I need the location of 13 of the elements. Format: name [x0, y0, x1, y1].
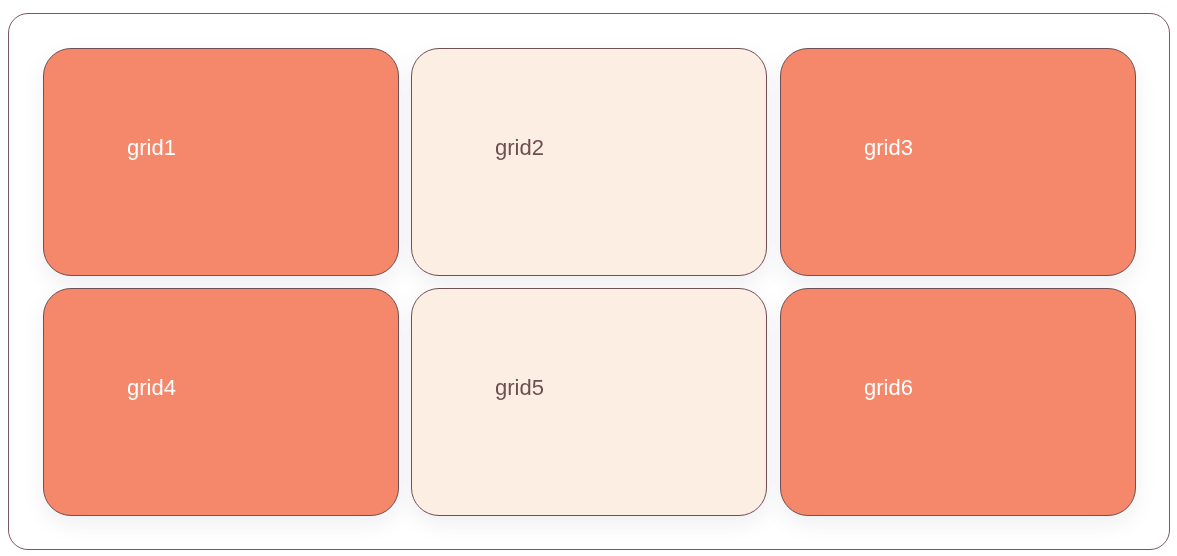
grid-cell: [43, 48, 399, 276]
grid-cell: [411, 48, 767, 276]
grid-cell: [411, 288, 767, 516]
cell-label: grid6: [864, 375, 913, 401]
cell-label: grid5: [495, 375, 544, 401]
cell-label: grid2: [495, 135, 544, 161]
cell-label: grid3: [864, 135, 913, 161]
cell-label: grid4: [127, 375, 176, 401]
grid-cell: [780, 48, 1136, 276]
cell-label: grid1: [127, 135, 176, 161]
grid-cell: [780, 288, 1136, 516]
container-box: [8, 13, 1170, 550]
grid-cell: [43, 288, 399, 516]
